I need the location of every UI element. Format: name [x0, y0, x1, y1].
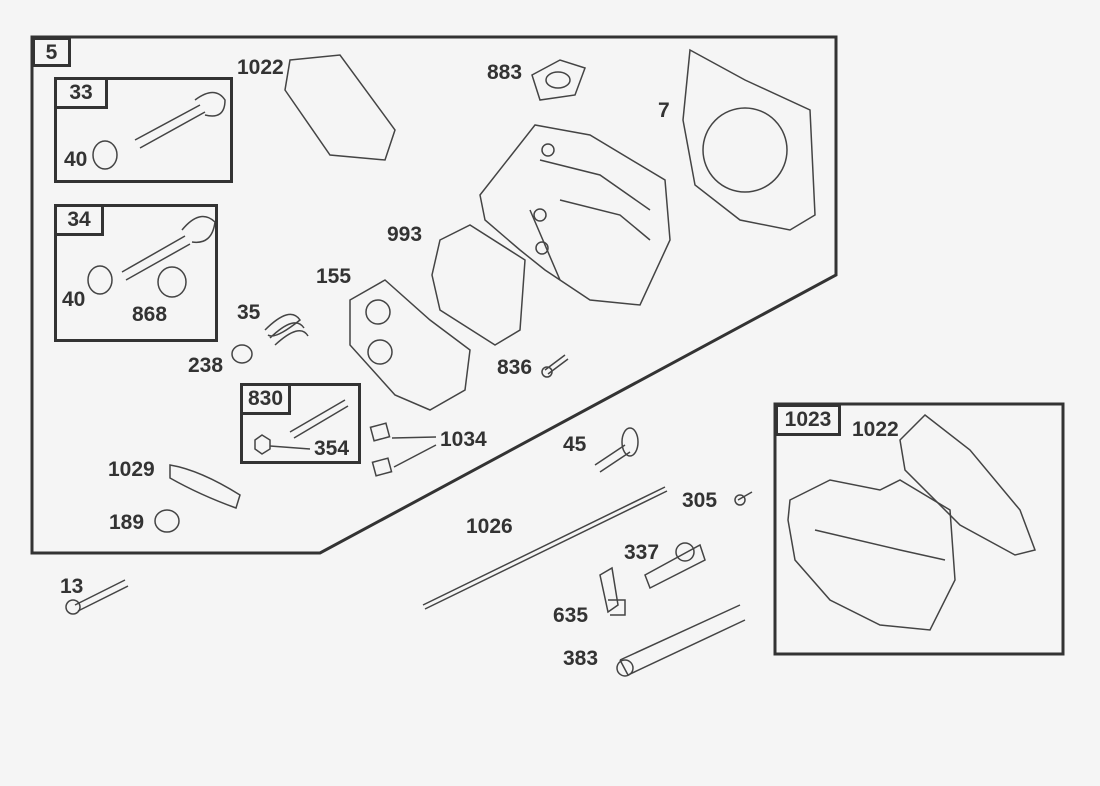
screw-836 [544, 354, 569, 375]
part-label: 1034 [440, 428, 487, 451]
valve-cover [787, 479, 956, 631]
nut-189 [154, 509, 180, 533]
gasket-993 [431, 224, 526, 346]
clip-2 [371, 457, 393, 477]
main-group-frame [30, 35, 838, 555]
cap [231, 344, 253, 364]
part-label: 836 [497, 356, 533, 379]
fitting [599, 566, 626, 616]
part-label: 238 [188, 354, 224, 377]
part-label: 40 [64, 148, 88, 171]
part-label: 1022 [237, 56, 284, 79]
intake-gasket [531, 59, 586, 101]
stud [289, 399, 349, 439]
part-label: 35 [237, 301, 261, 324]
kit-gasket [899, 414, 1036, 556]
exhaust-valve-group [54, 204, 218, 342]
group-tag-exhaust-valve: 34 [54, 204, 104, 236]
part-label: 7 [658, 99, 670, 122]
valve-cover-group-frame [773, 402, 1065, 656]
rocker-arm [169, 464, 241, 509]
screw-305 [737, 491, 753, 501]
part-label: 40 [62, 288, 86, 311]
part-label: 189 [109, 511, 145, 534]
nut-354 [254, 434, 271, 455]
part-label: 635 [553, 604, 589, 627]
group-tag-stud-kit: 830 [240, 383, 291, 415]
spark-plug [644, 543, 706, 590]
part-label: 993 [387, 223, 423, 246]
part-label: 1026 [466, 515, 513, 538]
valve-cover-gasket [284, 54, 396, 161]
breather-plate [349, 279, 471, 411]
part-label: 305 [682, 489, 718, 512]
part-label: 1029 [108, 458, 155, 481]
part-label: 883 [487, 61, 523, 84]
part-label: 13 [60, 575, 84, 598]
part-label: 383 [563, 647, 599, 670]
clip-1 [369, 422, 391, 442]
intake-valve [134, 91, 226, 149]
tube [619, 604, 746, 676]
part-label: 868 [132, 303, 168, 326]
cylinder-head [479, 124, 671, 306]
intake-valve-group [54, 77, 233, 183]
part-label: 354 [314, 437, 350, 460]
part-label: 337 [624, 541, 660, 564]
head-gasket [682, 48, 816, 231]
stud-kit-group [240, 383, 361, 464]
group-tag-intake-valve: 33 [54, 77, 108, 109]
valve-spring [264, 313, 309, 346]
pushrod [422, 486, 668, 610]
group-tag-main: 5 [32, 37, 71, 67]
part-label: 155 [316, 265, 352, 288]
part-label: 45 [563, 433, 587, 456]
bolt-13 [74, 579, 129, 612]
part-label: 1022 [852, 418, 899, 441]
group-tag-valve-cover-kit: 1023 [775, 404, 841, 436]
rocker-45 [594, 444, 631, 473]
